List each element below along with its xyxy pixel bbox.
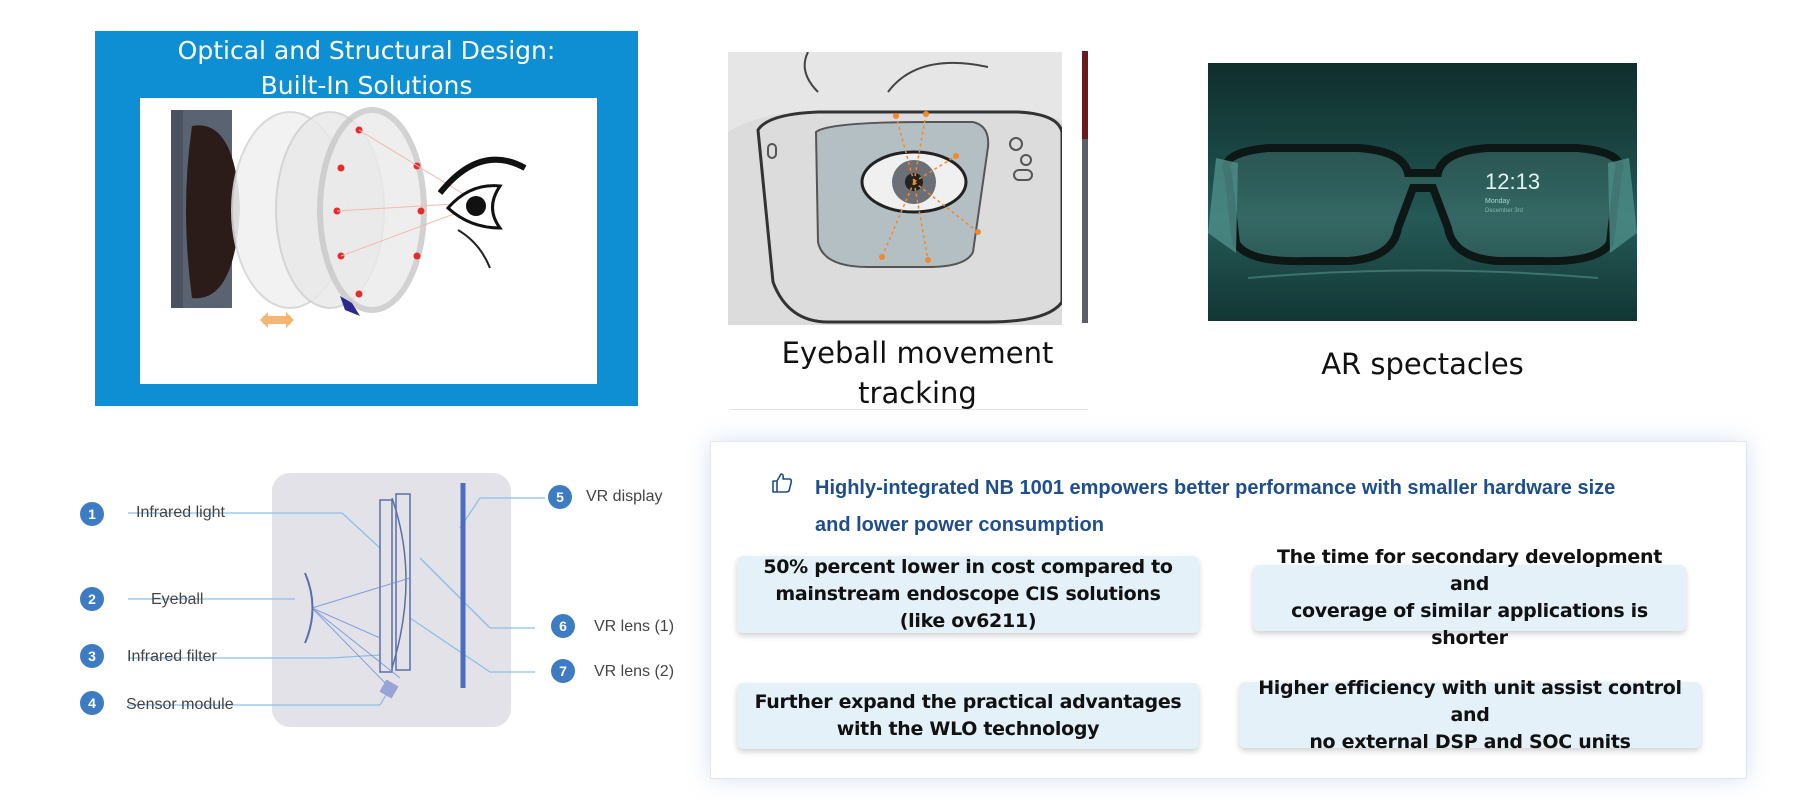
ar-spectacles-photo: 12:13 Monday December 3rd	[1208, 63, 1637, 321]
feature-dev-time-line1: The time for secondary development and	[1276, 546, 1663, 595]
callout-number-7: 7	[551, 659, 575, 683]
tracking-rays	[881, 113, 979, 261]
image-edge-bar	[1082, 51, 1088, 323]
feature-item-cost: 50% percent lower in cost compared to ma…	[737, 556, 1199, 633]
ar-hud-day: Monday	[1485, 198, 1510, 205]
adjust-arrow-icon	[263, 316, 291, 324]
feature-item-wlo: Further expand the practical advantages …	[737, 683, 1199, 749]
feature-wlo-line2: with the WLO technology	[836, 718, 1100, 740]
eye-tracking-caption-line1: Eyeball movement	[781, 336, 1054, 370]
optical-design-title: Optical and Structural Design: Built-In …	[95, 33, 638, 103]
callout-number-3: 3	[80, 644, 104, 668]
feature-item-dev-time: The time for secondary development and c…	[1253, 546, 1686, 649]
eye-tracking-caption: Eyeball movement tracking	[730, 333, 1105, 413]
callout-number-4: 4	[80, 691, 104, 715]
feature-card: Highly-integrated NB 1001 empowers bette…	[710, 441, 1747, 779]
ar-spectacles-caption: AR spectacles	[1321, 347, 1524, 381]
feature-dev-time-line2: coverage of similar applications is shor…	[1291, 600, 1648, 649]
callout-number-2: 2	[80, 587, 104, 611]
feature-headline: Highly-integrated NB 1001 empowers bette…	[815, 477, 1616, 536]
optical-design-panel: Optical and Structural Design: Built-In …	[95, 31, 638, 406]
light-rays	[336, 129, 471, 257]
ir-led-markers	[333, 126, 425, 298]
label-vr-lens-1: VR lens (1)	[594, 618, 675, 635]
optical-title-line1: Optical and Structural Design:	[177, 36, 556, 65]
ar-glasses-illustration: 12:13 Monday December 3rd	[1208, 144, 1637, 279]
callout-number-1: 1	[80, 502, 104, 526]
eye-tracking-caption-line2: tracking	[858, 376, 977, 410]
label-sensor-module: Sensor module	[126, 696, 234, 713]
thumbs-up-icon	[772, 473, 793, 493]
ar-hud-time: 12:13	[1485, 169, 1540, 194]
feature-cost-line3: (like ov6211)	[899, 610, 1037, 632]
label-eyeball: Eyeball	[151, 591, 204, 608]
feature-cost-line2: mainstream endoscope CIS solutions	[775, 583, 1161, 605]
label-vr-lens-2: VR lens (2)	[594, 663, 675, 680]
optical-illustration	[140, 98, 597, 384]
eye-tracking-illustration	[728, 51, 1064, 325]
optical-title-line2: Built-In Solutions	[260, 71, 473, 100]
feature-cost-line1: 50% percent lower in cost compared to	[763, 556, 1173, 578]
label-vr-display: VR display	[586, 488, 663, 505]
callout-number-6: 6	[551, 614, 575, 638]
vr-eye-tracking-diagram: 1 Infrared light 2 Eyeball 3 Infrared fi…	[80, 458, 700, 738]
label-infrared-filter: Infrared filter	[127, 648, 217, 665]
caption-divider	[730, 409, 1088, 410]
glasses-eye-illustration	[728, 51, 1064, 325]
feature-efficiency-line1: Higher efficiency with unit assist contr…	[1258, 676, 1682, 726]
lens-eye-illustration	[171, 107, 527, 328]
callout-number-5: 5	[548, 485, 572, 509]
vr-diagram-lines	[128, 483, 545, 706]
feature-wlo-line1: Further expand the practical advantages	[754, 691, 1182, 713]
feature-efficiency-line2: no external DSP and SOC units	[1309, 730, 1631, 753]
ar-hud-date: December 3rd	[1485, 208, 1523, 214]
label-infrared-light: Infrared light	[136, 504, 225, 521]
sensor-shape	[340, 296, 360, 316]
feature-item-efficiency: Higher efficiency with unit assist contr…	[1239, 677, 1701, 753]
eye-icon	[437, 156, 527, 269]
